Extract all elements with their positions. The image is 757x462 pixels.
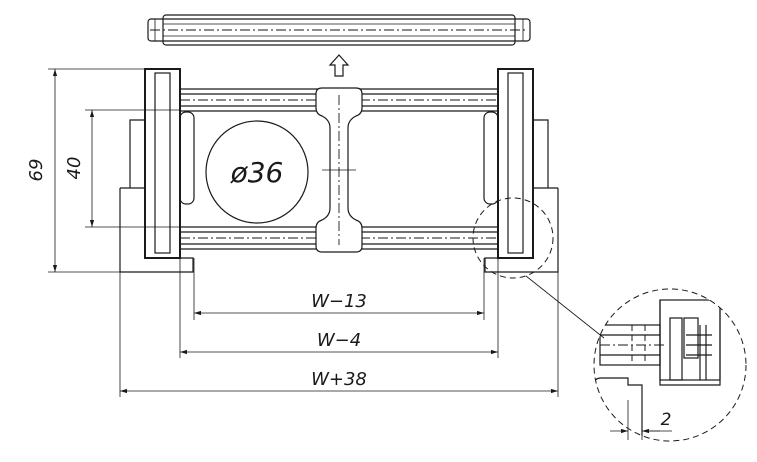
width-inner-label: W−13 (311, 291, 367, 312)
diameter-label: ø36 (230, 156, 284, 189)
crossbar-part (147, 14, 531, 46)
height-inner-label: 40 (64, 157, 85, 180)
width-middle-label: W−4 (317, 330, 361, 351)
up-arrow-icon (328, 54, 350, 77)
detail-callout (472, 197, 747, 442)
detail-offset-label: 2 (661, 410, 672, 430)
height-total-label: 69 (26, 159, 47, 182)
width-outer-label: W+38 (311, 369, 367, 390)
dimension-lines (48, 68, 559, 397)
carrier-cross-section (119, 68, 559, 273)
